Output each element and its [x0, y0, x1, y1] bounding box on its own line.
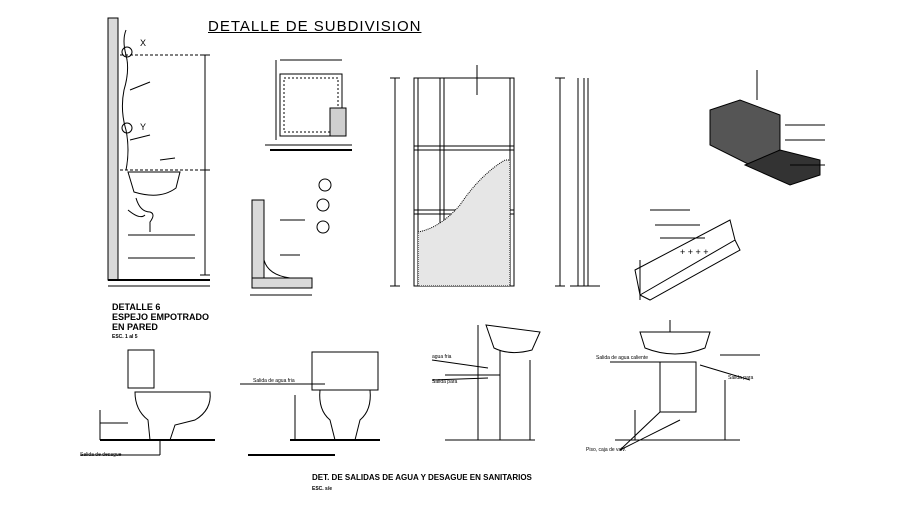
- floor-corner-detail: [250, 178, 332, 296]
- label-salida-agua-caliente: Salida de agua caliente: [596, 355, 648, 361]
- partition-elevation: [390, 65, 515, 287]
- plan-detail: [265, 59, 352, 151]
- label-salida-para-2: Salida para: [728, 375, 754, 381]
- partition-section: [555, 77, 600, 287]
- label-agua-fria: agua fria: [432, 354, 452, 360]
- toilet-front-view: [240, 351, 380, 456]
- sink-front-view: [610, 320, 760, 451]
- page-title: DETALLE DE SUBDIVISION: [208, 18, 422, 35]
- detail6-subtitle-2: EN PARED: [112, 322, 158, 332]
- sink-side-view: [431, 324, 541, 441]
- detail6-scale: ESC. 1 al 5: [112, 334, 138, 340]
- isometric-track-detail: + + + +: [634, 70, 825, 301]
- label-salida-para: Salida para: [432, 379, 458, 385]
- svg-text:+ + + +: + + + +: [680, 247, 709, 257]
- svg-text:X: X: [140, 38, 146, 48]
- label-salida-desague: Salida de desague: [80, 452, 122, 458]
- bottom-scale: ESC. s/e: [312, 486, 333, 492]
- bottom-title: DET. DE SALIDAS DE AGUA Y DESAGUE EN SAN…: [312, 473, 532, 482]
- detail6-subtitle-1: ESPEJO EMPOTRADO: [112, 312, 210, 322]
- label-salida-agua-fria: Salida de agua fria: [253, 378, 295, 384]
- label-piso-caja: Piso, caja de valv.: [586, 447, 626, 453]
- wall-sink-mirror-detail: X Y: [107, 17, 210, 287]
- detail6-title: DETALLE 6: [112, 302, 161, 312]
- toilet-side-view: [80, 349, 215, 456]
- svg-text:Y: Y: [140, 122, 146, 132]
